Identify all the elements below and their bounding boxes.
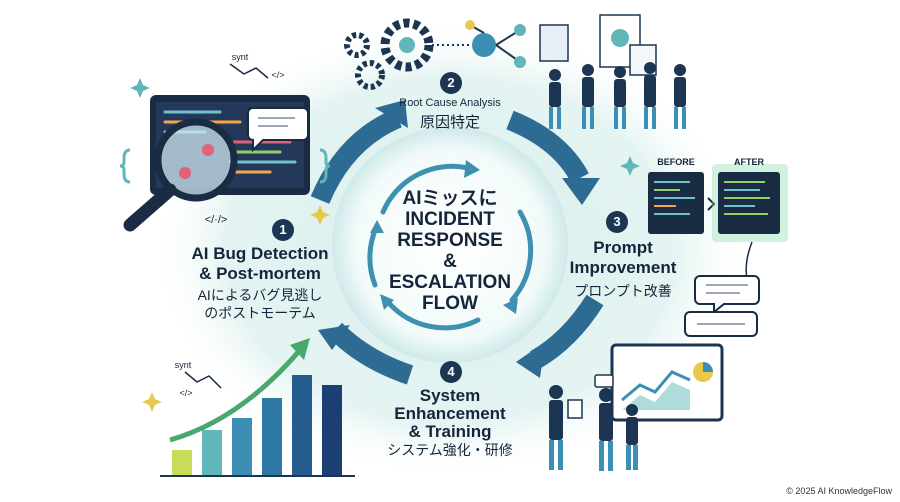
training-illustration — [549, 343, 724, 471]
after-label: AFTER — [734, 157, 764, 167]
growth-bar-chart — [142, 338, 355, 477]
center-title-line1: AIミッスに — [402, 188, 498, 209]
code-tag-bottom: </> — [179, 388, 193, 398]
step-1-title-line1: AI Bug Detection — [191, 244, 329, 263]
step-4-title-line3: & Training — [408, 422, 492, 441]
step-2-number: 2 — [447, 75, 455, 90]
center-title: AIミッスに INCIDENT RESPONSE & ESCALATION FL… — [370, 188, 530, 314]
step-1-title-line2: & Post-mortem — [199, 264, 321, 283]
outer-cycle-arrows — [310, 108, 604, 385]
center-title-line6: FLOW — [422, 293, 478, 314]
step-4-title-line1: System — [419, 386, 481, 405]
inner-arrowheads — [370, 160, 518, 314]
center-title-line3: RESPONSE — [397, 230, 503, 251]
synt-bottom-label: synt — [174, 360, 192, 370]
step-2-title: Root Cause Analysis — [399, 97, 501, 109]
center-title-line4: & — [443, 251, 457, 272]
before-label: BEFORE — [657, 157, 695, 167]
inner-cycle-arrows — [367, 163, 534, 331]
copyright: © 2025 AI KnowledgeFlow — [786, 486, 892, 496]
synt-top-label: synt — [231, 52, 249, 62]
step-1-jp-line1: AIによるバグ見逃し — [197, 287, 323, 303]
step-3-title-line2: Improvement — [569, 258, 677, 277]
code-tag-left: </·/> — [204, 214, 228, 226]
step-3-number: 3 — [613, 214, 621, 229]
step-4-title-line2: Enhancement — [394, 404, 506, 423]
root-cause-illustration — [344, 14, 686, 129]
code-tag-top: </> — [271, 70, 285, 80]
prompt-improvement-illustration — [620, 156, 788, 337]
center-title-line5: ESCALATION — [388, 272, 512, 293]
step-1-number: 1 — [279, 222, 287, 237]
step-3-jp: プロンプト改善 — [574, 283, 672, 299]
center-title-line2: INCIDENT — [405, 209, 495, 230]
step-badges — [272, 72, 628, 383]
step-4-number: 4 — [447, 364, 455, 379]
step-3-title-line1: Prompt — [593, 238, 653, 257]
outer-arrowheads — [318, 100, 600, 378]
step-4-jp: システム強化・研修 — [387, 442, 513, 458]
step-1-jp-line2: のポストモーテム — [204, 305, 316, 321]
bug-detection-illustration — [119, 63, 331, 232]
step-2-jp: 原因特定 — [419, 114, 480, 131]
